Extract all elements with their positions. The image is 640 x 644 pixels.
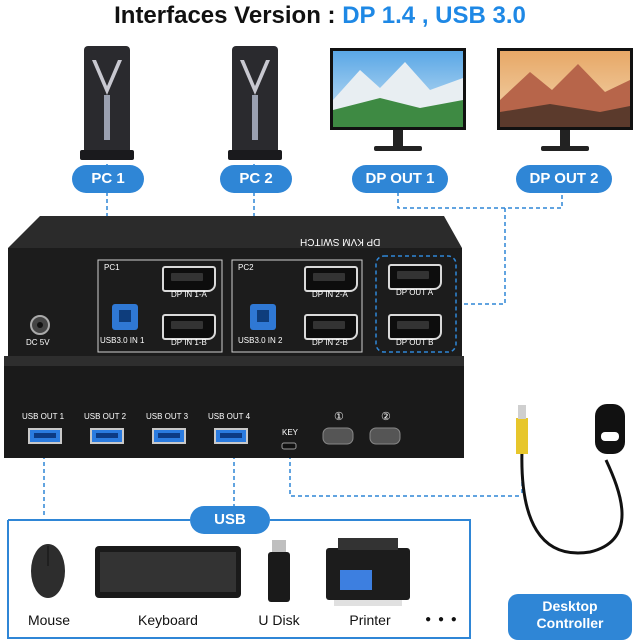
usb-in-1-label: USB3.0 IN 1	[100, 336, 145, 345]
dp-in-2b-label: DP IN 2-B	[312, 338, 348, 347]
usb-label: USB	[190, 506, 270, 534]
dp-in-2b-port	[304, 314, 358, 340]
desktop-controller-label: Desktop Controller	[508, 594, 632, 640]
more-indicator: ● ● ●	[425, 614, 459, 625]
usb-out-3-label: USB OUT 3	[146, 412, 189, 421]
usb-out-1-label: USB OUT 1	[22, 412, 65, 421]
dp-out-b-label: DP OUT B	[396, 338, 434, 347]
keyboard-label: Keyboard	[138, 612, 198, 628]
mouse-label: Mouse	[27, 612, 71, 628]
udisk-label: U Disk	[258, 612, 300, 628]
dp-out-b-port	[388, 314, 442, 340]
section-pc2: PC2	[238, 263, 254, 272]
dp-out-1-label: DP OUT 1	[352, 165, 448, 193]
dp-in-1b-port	[162, 314, 216, 340]
usb-in-2-label: USB3.0 IN 2	[238, 336, 283, 345]
section-pc1: PC1	[104, 263, 120, 272]
mouse-icon	[31, 544, 65, 598]
title-highlight: DP 1.4 , USB 3.0	[342, 2, 526, 29]
monitor-1-icon	[330, 48, 466, 151]
usb-out-1-port	[28, 428, 62, 444]
pc-tower-1-icon	[80, 46, 134, 160]
usb-in-2-port	[250, 304, 276, 330]
printer-label: Printer	[349, 612, 391, 628]
dp-out-2-label: DP OUT 2	[516, 165, 612, 193]
pc1-label: PC 1	[72, 165, 144, 193]
desktop-controller-icon	[516, 404, 625, 555]
dc-5v-label: DC 5V	[26, 338, 50, 347]
dp-in-2a-label: DP IN 2-A	[312, 290, 348, 299]
usb-out-4-port	[214, 428, 248, 444]
page-title: Interfaces Version : DP 1.4 , USB 3.0	[0, 0, 640, 32]
kvm-back-panel	[8, 216, 462, 356]
usb-out-2-label: USB OUT 2	[84, 412, 127, 421]
button-1-label: ①	[334, 411, 344, 423]
usb-out-2-port	[90, 428, 124, 444]
dp-out-a-port	[388, 264, 442, 290]
usb-out-3-port	[152, 428, 186, 444]
monitor-2-icon	[497, 48, 633, 151]
dp-in-2a-port	[304, 266, 358, 292]
peripherals-frame	[7, 519, 471, 639]
usb-out-4-label: USB OUT 4	[208, 412, 251, 421]
dp-out-a-label: DP OUT A	[396, 288, 434, 297]
title-prefix: Interfaces Version :	[114, 2, 336, 29]
pc-tower-2-icon	[228, 46, 282, 160]
kvm-top-text: DP KVM SWITCH	[300, 236, 381, 247]
keyboard-icon	[95, 546, 241, 598]
button-2-label: ②	[381, 411, 391, 423]
usb-disk-icon	[268, 540, 290, 602]
pc2-label: PC 2	[220, 165, 292, 193]
key-label: KEY	[282, 428, 299, 437]
dp-in-1a-label: DP IN 1-A	[171, 290, 207, 299]
dp-in-1a-port	[162, 266, 216, 292]
usb-in-1-port	[112, 304, 138, 330]
dp-in-1b-label: DP IN 1-B	[171, 338, 207, 347]
printer-icon	[326, 538, 410, 606]
